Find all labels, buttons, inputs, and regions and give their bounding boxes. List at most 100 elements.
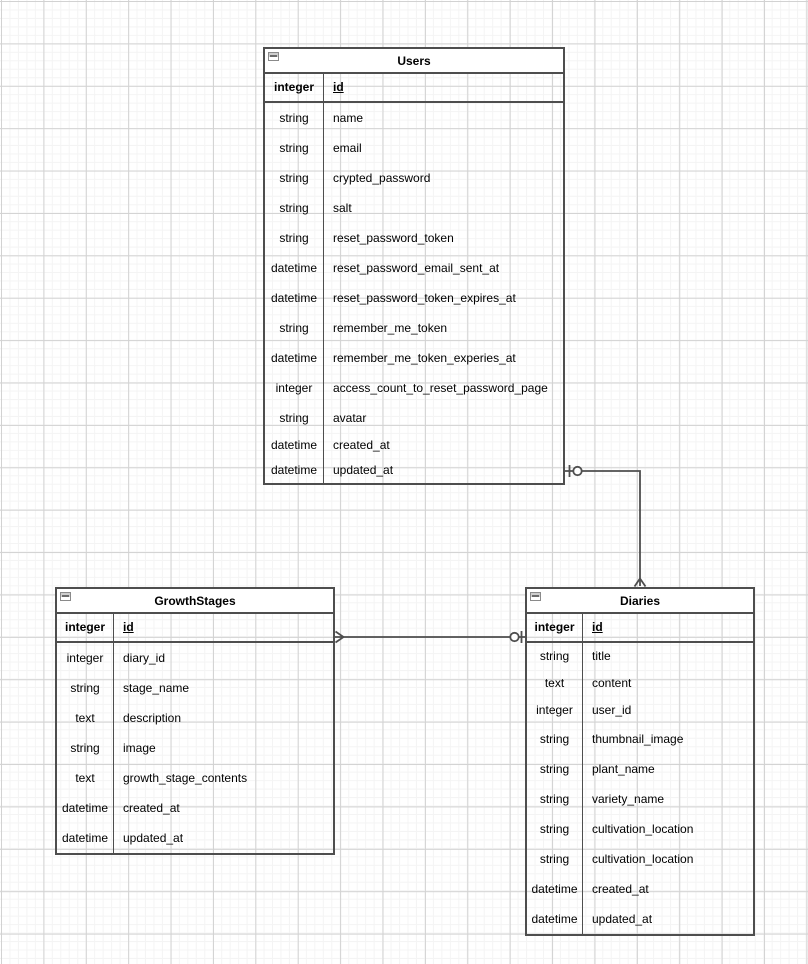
primary-key-row[interactable]: integer id [57, 614, 333, 643]
primary-key-row[interactable]: integer id [527, 614, 753, 643]
field-type: datetime [265, 282, 324, 313]
field-row-image[interactable]: string image [57, 732, 333, 763]
field-row-created_at[interactable]: datetime created_at [57, 792, 333, 823]
field-row-avatar[interactable]: string avatar [265, 402, 563, 433]
field-type: string [265, 102, 324, 133]
field-name: user_id [592, 703, 632, 717]
field-type: string [57, 732, 114, 763]
field-type: string [527, 843, 583, 874]
field-row-content[interactable]: text content [527, 669, 753, 697]
collapse-icon[interactable] [268, 52, 279, 61]
collapse-icon[interactable] [530, 592, 541, 601]
field-name: cultivation_location [592, 821, 694, 836]
field-name: remember_me_token [333, 320, 448, 335]
field-row-thumbnail_image[interactable]: string thumbnail_image [527, 723, 753, 754]
field-type: datetime [265, 457, 324, 483]
field-row-updated_at[interactable]: datetime updated_at [57, 822, 333, 853]
field-row-user_id[interactable]: integer user_id [527, 696, 753, 724]
field-type: integer [527, 614, 583, 641]
field-name: diary_id [123, 650, 166, 665]
entity-title: Diaries [619, 593, 661, 608]
entity-diaries-titlebar[interactable]: Diaries [527, 589, 753, 614]
field-type: string [265, 162, 324, 193]
field-name: crypted_password [333, 170, 431, 185]
field-name: email [333, 140, 362, 155]
users-cardinality-zero-or-one-icon [573, 467, 581, 475]
entity-title: Users [397, 53, 431, 68]
field-type: datetime [527, 903, 583, 934]
entity-diaries[interactable]: Diaries integer id string title text conten… [525, 587, 755, 936]
collapse-icon[interactable] [60, 592, 71, 601]
field-type: integer [527, 696, 583, 724]
diaries-cardinality-many-icon [635, 579, 646, 587]
field-name: created_at [592, 881, 649, 896]
field-name: image [123, 740, 156, 755]
field-name: description [123, 710, 182, 725]
field-type: integer [57, 614, 114, 641]
field-row-remember_me_token[interactable]: string remember_me_token [265, 312, 563, 343]
field-type: integer [265, 372, 324, 403]
growthstages-diaries-connector[interactable] [335, 631, 525, 643]
field-type: text [527, 669, 583, 697]
field-type: string [265, 312, 324, 343]
field-name: content [592, 676, 632, 690]
field-name: variety_name [592, 791, 665, 806]
field-type: string [527, 642, 583, 670]
field-row-cultivation_location[interactable]: string cultivation_location [527, 813, 753, 844]
field-type: string [265, 402, 324, 433]
field-name: updated_at [123, 830, 184, 845]
primary-key-row[interactable]: integer id [265, 74, 563, 103]
field-type: datetime [57, 792, 114, 823]
field-row-updated_at[interactable]: datetime updated_at [527, 903, 753, 934]
field-name: title [592, 649, 611, 663]
field-name: id [592, 620, 603, 635]
field-name: updated_at [592, 911, 653, 926]
field-type: string [527, 813, 583, 844]
field-name: salt [333, 200, 352, 215]
field-row-title[interactable]: string title [527, 642, 753, 670]
field-type: string [265, 222, 324, 253]
field-type: datetime [265, 432, 324, 458]
entity-users-titlebar[interactable]: Users [265, 49, 563, 74]
growthstages-cardinality-many-icon [336, 632, 344, 643]
entity-growthstages-titlebar[interactable]: GrowthStages [57, 589, 333, 614]
field-type: string [527, 723, 583, 754]
field-name: created_at [123, 800, 180, 815]
field-name: reset_password_token [333, 230, 454, 245]
field-name: growth_stage_contents [123, 770, 248, 785]
field-name: reset_password_email_sent_at [333, 260, 500, 275]
field-row-reset_password_token[interactable]: string reset_password_token [265, 222, 563, 253]
field-name: id [333, 80, 344, 95]
users-diaries-connector[interactable] [565, 465, 646, 587]
users-diaries-edge-line[interactable] [565, 471, 640, 586]
field-row-crypted_password[interactable]: string crypted_password [265, 162, 563, 193]
field-name: thumbnail_image [592, 731, 684, 746]
field-type: datetime [265, 342, 324, 373]
field-type: datetime [57, 822, 114, 853]
field-name: avatar [333, 410, 367, 425]
